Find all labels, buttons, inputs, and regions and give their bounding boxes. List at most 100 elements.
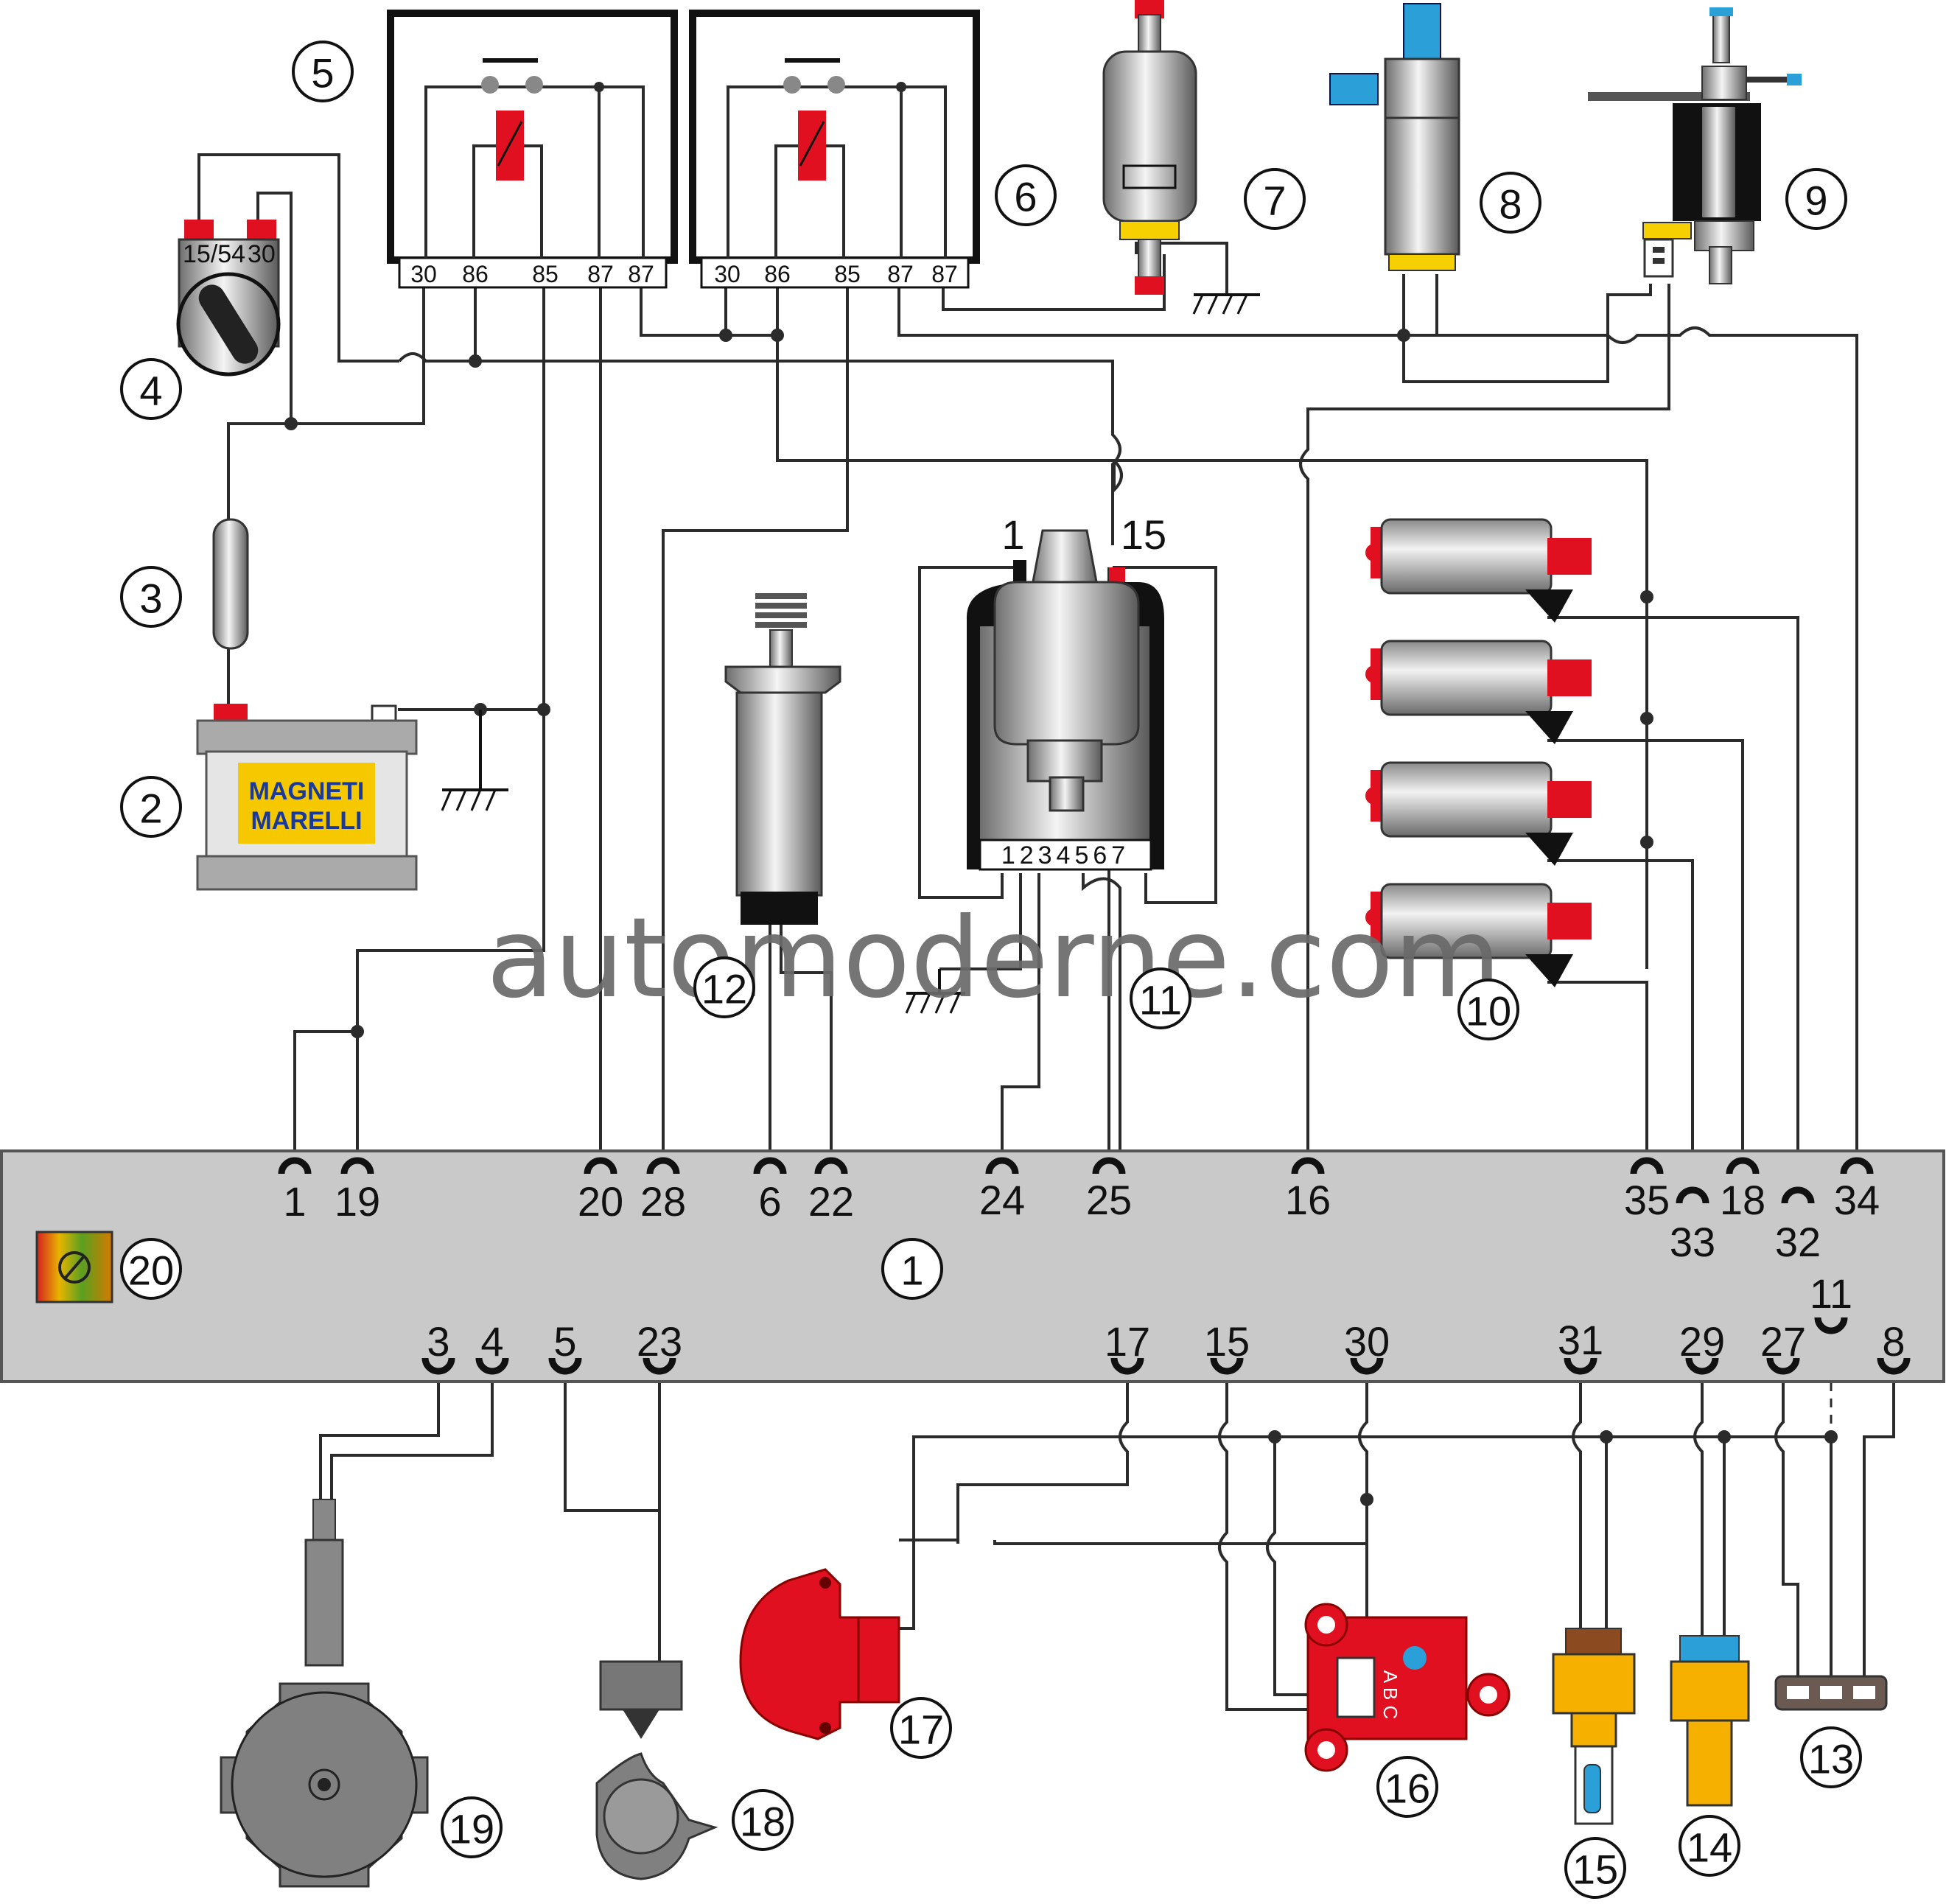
fuel-pump xyxy=(1102,0,1260,315)
ignition-coil: 1 15 1234567 xyxy=(905,511,1166,1014)
callout-label: 14 xyxy=(1687,1824,1732,1871)
relay1-term-87b: 87 xyxy=(628,261,654,287)
callout-15: 15 xyxy=(1564,1837,1626,1899)
callout-12: 12 xyxy=(693,956,755,1018)
switch-terminal-15-54: 15/54 xyxy=(183,240,245,268)
ecu-pin-label: 35 xyxy=(1624,1177,1670,1223)
callout-label: 20 xyxy=(128,1247,174,1294)
ecu-pin-label: 25 xyxy=(1086,1177,1132,1223)
callout-5: 5 xyxy=(292,41,354,102)
ecu-pin-label: 15 xyxy=(1204,1318,1250,1365)
callout-13: 13 xyxy=(1800,1726,1862,1788)
ecu-pin-label: 3 xyxy=(427,1318,449,1365)
callout-label: 7 xyxy=(1263,178,1286,224)
callout-label: 13 xyxy=(1808,1736,1854,1782)
callout-7: 7 xyxy=(1244,168,1306,230)
coil-connector-pins: 1234567 xyxy=(1001,841,1130,869)
callout-label: 17 xyxy=(898,1707,944,1753)
injector-1 xyxy=(1365,518,1592,623)
ecu-pin-top: 24 xyxy=(979,1157,1025,1223)
ecu-pin-label: 19 xyxy=(335,1178,380,1225)
ecu-pin-label: 28 xyxy=(640,1178,686,1225)
wiring xyxy=(197,153,1895,1711)
watermark: automoderne.com xyxy=(486,895,1501,1023)
callout-11: 11 xyxy=(1130,967,1191,1029)
relay-terminal-labels: 30 86 85 87 87 30 86 85 87 87 xyxy=(410,261,958,287)
fuse xyxy=(212,518,249,650)
callout-label: 18 xyxy=(740,1799,785,1845)
ecu-pin-bottom: 8 xyxy=(1877,1318,1911,1375)
relay1-term-87a: 87 xyxy=(587,261,614,287)
coolant-temp-sensor-15 xyxy=(1552,1628,1636,1825)
rpm-sensor xyxy=(595,1660,718,1880)
callout-label: 4 xyxy=(139,368,162,414)
ecu-pin-label: 22 xyxy=(808,1178,854,1225)
ecu-pin-label: 31 xyxy=(1558,1317,1603,1363)
relay1-term-85: 85 xyxy=(532,261,559,287)
ecu-pin-top: 28 xyxy=(640,1157,686,1225)
battery-logo-line2: MARELLI xyxy=(251,807,362,835)
canister-purge-valve xyxy=(1329,3,1460,271)
ecu-pin-top: 18 xyxy=(1720,1157,1765,1223)
callout-label: 11 xyxy=(1139,977,1182,1023)
knock-sensor xyxy=(724,593,841,925)
relay1-term-86: 86 xyxy=(462,261,489,287)
ecu-pin-top: 16 xyxy=(1285,1157,1331,1223)
callout-14: 14 xyxy=(1679,1815,1740,1877)
ecu-pin-label: 17 xyxy=(1105,1318,1150,1365)
callout-4: 4 xyxy=(120,358,182,420)
callout-label: 9 xyxy=(1805,178,1827,224)
ecu-pin-top: 1 xyxy=(278,1157,312,1225)
callout-17: 17 xyxy=(890,1697,952,1759)
relay2-term-30: 30 xyxy=(714,261,741,287)
ecu-pin-label: 20 xyxy=(578,1178,623,1225)
map-sensor xyxy=(220,1499,429,1888)
ecu-pin-bottom: 4 xyxy=(475,1318,509,1375)
ecu-pin-top: 33 xyxy=(1670,1186,1715,1265)
ignition-switch: 15/54 30 xyxy=(176,220,281,377)
callout-9: 9 xyxy=(1785,168,1847,230)
ecu-pin-label: 30 xyxy=(1344,1318,1390,1365)
injector-4 xyxy=(1365,883,1592,987)
ecu-pin-label: 16 xyxy=(1285,1177,1331,1223)
ecu-pin-bottom: 29 xyxy=(1679,1318,1725,1375)
ecu-pin-bottom: 3 xyxy=(421,1318,455,1375)
sensor-16-pin-labels: A B C xyxy=(1379,1670,1401,1719)
ecu-pin-label: 18 xyxy=(1720,1177,1765,1223)
ecu xyxy=(0,1149,1945,1383)
ecu-pin-label: 34 xyxy=(1834,1177,1880,1223)
throttle-position-sensor xyxy=(739,1568,900,1740)
callout-label: 5 xyxy=(311,50,334,97)
callout-label: 8 xyxy=(1499,181,1522,228)
relay2-term-87a: 87 xyxy=(887,261,914,287)
ecu-pin-label: 11 xyxy=(1810,1270,1852,1317)
ecu-pin-top: 32 xyxy=(1775,1186,1821,1265)
callout-label: 2 xyxy=(139,785,162,832)
relay2-term-87b: 87 xyxy=(931,261,958,287)
ecu-pin-top: 20 xyxy=(578,1157,623,1225)
injectors xyxy=(1365,518,1592,987)
ecu-pin-top: 25 xyxy=(1086,1157,1132,1223)
callout-label: 1 xyxy=(900,1247,923,1294)
callout-6: 6 xyxy=(995,164,1057,226)
ecu-pin-bottom: 17 xyxy=(1105,1318,1150,1375)
coil-terminal-1: 1 xyxy=(1001,511,1024,558)
callout-2: 2 xyxy=(120,776,182,838)
callout-19: 19 xyxy=(441,1796,503,1858)
ecu-pin-bottom: 23 xyxy=(637,1318,682,1375)
relay1-term-30: 30 xyxy=(410,261,437,287)
callout-label: 10 xyxy=(1466,988,1511,1035)
ecu-pin-top: 6 xyxy=(753,1157,787,1225)
ecu-pin-top: 22 xyxy=(808,1157,854,1225)
ecu-pin-bottom: 30 xyxy=(1344,1318,1390,1375)
callout-16: 16 xyxy=(1376,1756,1438,1818)
callout-label: 3 xyxy=(139,575,162,622)
ecu-pin-label: 4 xyxy=(480,1318,503,1365)
callout-1: 1 xyxy=(881,1238,943,1300)
ecu-pin-label: 27 xyxy=(1760,1318,1806,1365)
callout-label: 6 xyxy=(1014,174,1037,220)
relay2-term-85: 85 xyxy=(834,261,861,287)
ecu-pin-label: 5 xyxy=(553,1318,576,1365)
